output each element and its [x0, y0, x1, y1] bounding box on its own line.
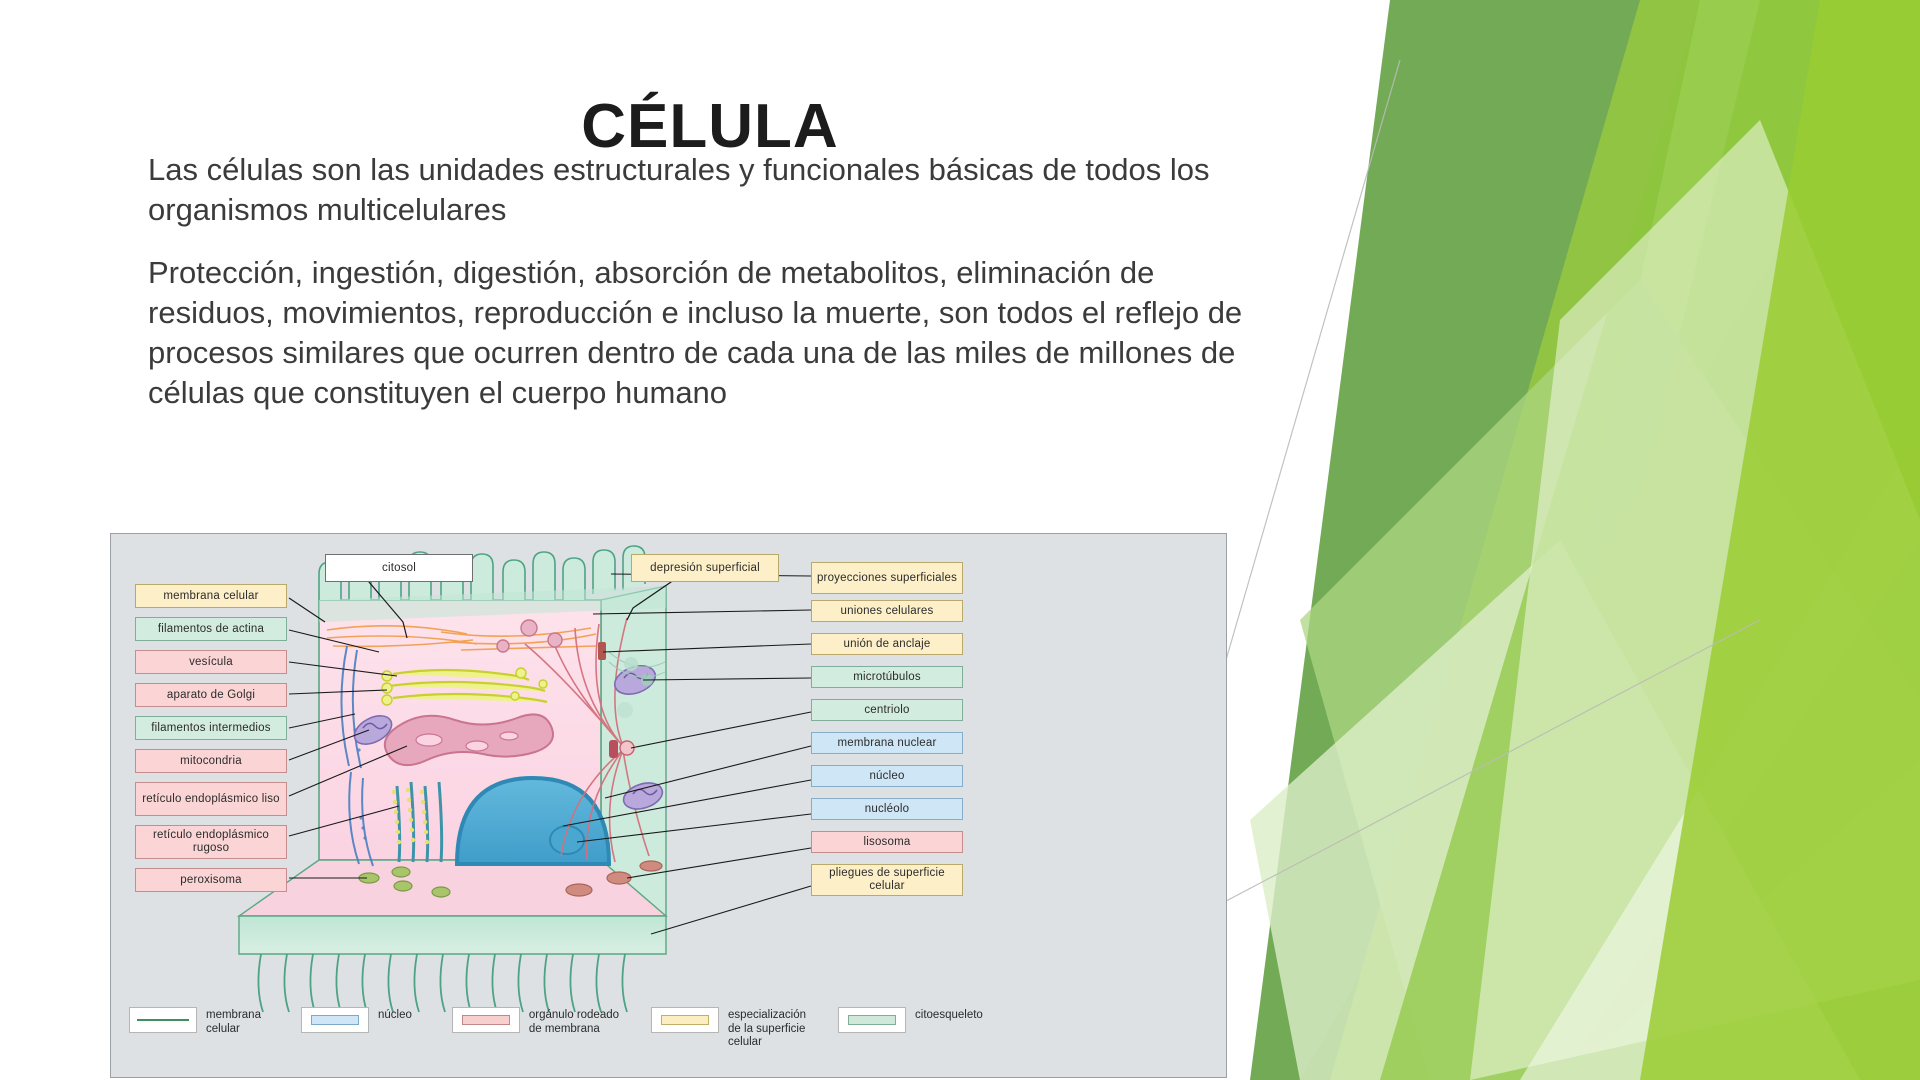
paragraph-2: Protección, ingestión, digestión, absorc…	[148, 254, 1243, 411]
diagram-legend: membrana celular núcleo orgánulo rodeado…	[129, 1007, 1209, 1069]
label-lisosoma: lisosoma	[811, 831, 963, 853]
legend-swatch-fill-green	[838, 1007, 907, 1033]
legend-swatch-fill-blue	[300, 1007, 369, 1033]
legend-item-organulo-rodeado-de-membrana: orgánulo rodeado de membrana	[451, 1007, 620, 1036]
body-text-block: Las células son las unidades estructural…	[148, 150, 1278, 436]
label-proyecciones-superficiales: proyecciones superficiales	[811, 562, 963, 594]
label-peroxisoma: peroxisoma	[135, 868, 287, 892]
legend-label-citoesqueleto: citoesqueleto	[915, 1009, 983, 1021]
label-uniones-celulares: uniones celulares	[811, 600, 963, 622]
cell-diagram: citosol depresión superficial membrana c…	[110, 533, 1227, 1078]
legend-item-especializacion-superficie-celular: especialización de la superficie celular	[651, 1007, 806, 1050]
label-aparato-de-golgi: aparato de Golgi	[135, 683, 287, 707]
label-mitocondria: mitocondria	[135, 749, 287, 773]
label-reticulo-endoplasmico-rugoso: retículo endoplásmico rugoso	[135, 825, 287, 859]
label-centriolo: centriolo	[811, 699, 963, 721]
label-membrana-nuclear: membrana nuclear	[811, 732, 963, 754]
legend-label-membrana-celular: membrana celular	[206, 1009, 261, 1035]
legend-label-nucleo: núcleo	[377, 1009, 412, 1021]
label-reticulo-endoplasmico-liso: retículo endoplásmico liso	[135, 782, 287, 816]
callout-citosol: citosol	[325, 554, 473, 582]
legend-label-organulo-rodeado-de-membrana: orgánulo rodeado de membrana	[528, 1009, 620, 1035]
label-vesicula: vesícula	[135, 650, 287, 674]
label-nucleolo: nucléolo	[811, 798, 963, 820]
paragraph-1: Las células son las unidades estructural…	[148, 152, 1210, 228]
legend-item-membrana-celular: membrana celular	[129, 1007, 261, 1036]
label-union-de-anclaje: unión de anclaje	[811, 633, 963, 655]
label-pliegues-de-superficie-celular: pliegues de superficie celular	[811, 864, 963, 896]
cell-illustration	[236, 545, 812, 1013]
page-title: CÉLULA	[581, 91, 839, 161]
callout-depresion-superficial: depresión superficial	[631, 554, 779, 582]
legend-item-citoesqueleto: citoesqueleto	[838, 1007, 983, 1033]
legend-swatch-line-green	[129, 1007, 197, 1033]
label-microtubulos: microtúbulos	[811, 666, 963, 688]
legend-swatch-fill-yellow	[651, 1007, 720, 1033]
legend-label-especializacion-superficie-celular: especialización de la superficie celular	[728, 1009, 807, 1049]
label-membrana-celular: membrana celular	[135, 584, 287, 608]
legend-swatch-fill-pink	[451, 1007, 520, 1033]
label-filamentos-intermedios: filamentos intermedios	[135, 716, 287, 740]
label-filamentos-de-actina: filamentos de actina	[135, 617, 287, 641]
label-nucleo: núcleo	[811, 765, 963, 787]
legend-item-nucleo: núcleo	[300, 1007, 412, 1033]
